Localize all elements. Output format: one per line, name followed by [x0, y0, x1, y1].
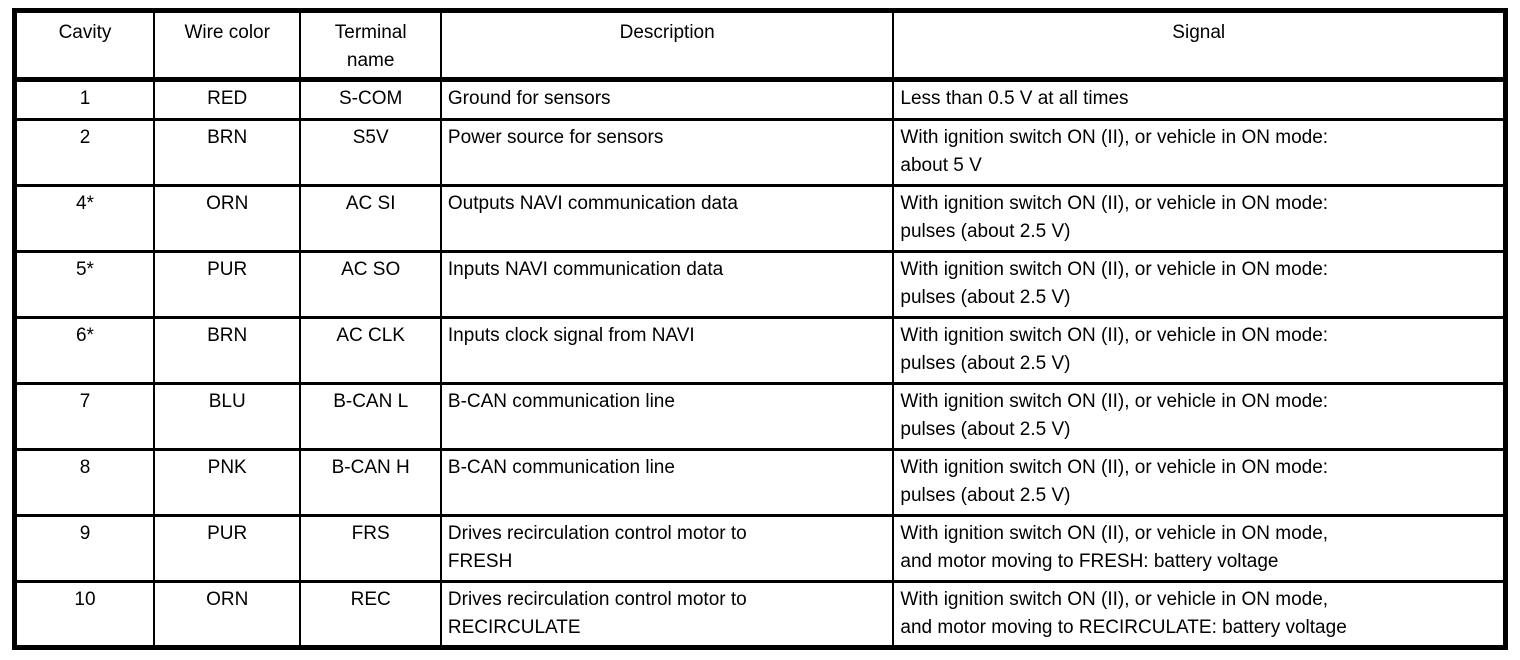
- connector-pinout-table: Cavity Wire color Terminal name Descript…: [12, 8, 1508, 650]
- wire-color-cell: PUR: [152, 250, 302, 319]
- description-cell: Inputs NAVI communication data: [439, 250, 895, 319]
- table-row: 1 RED S-COM Ground for sensors Less than…: [13, 78, 1507, 121]
- wire-color-cell: BLU: [152, 382, 302, 451]
- table-header-row: Cavity Wire color Terminal name Descript…: [13, 9, 1507, 82]
- cavity-cell: 2: [13, 118, 155, 187]
- description-cell: B-CAN communication line: [439, 382, 895, 451]
- signal-cell: With ignition switch ON (II), or vehicle…: [892, 448, 1507, 517]
- description-cell: Inputs clock signal from NAVI: [439, 316, 895, 385]
- header-wire-color: Wire color: [152, 9, 302, 82]
- wire-color-cell: BRN: [152, 118, 302, 187]
- cavity-cell: 4*: [13, 184, 155, 253]
- cavity-cell: 10: [13, 580, 155, 649]
- terminal-cell: AC CLK: [299, 316, 442, 385]
- terminal-cell: AC SO: [299, 250, 442, 319]
- wire-color-cell: PUR: [152, 514, 302, 583]
- terminal-cell: AC SI: [299, 184, 442, 253]
- table-row: 7 BLU B-CAN L B-CAN communication line W…: [13, 382, 1507, 451]
- cavity-cell: 1: [13, 78, 155, 121]
- terminal-cell: REC: [299, 580, 442, 649]
- terminal-cell: B-CAN L: [299, 382, 442, 451]
- description-cell: B-CAN communication line: [439, 448, 895, 517]
- signal-cell: With ignition switch ON (II), or vehicle…: [892, 316, 1507, 385]
- table-row: 5* PUR AC SO Inputs NAVI communication d…: [13, 250, 1507, 319]
- terminal-cell: FRS: [299, 514, 442, 583]
- signal-cell: With ignition switch ON (II), or vehicle…: [892, 118, 1507, 187]
- cavity-cell: 6*: [13, 316, 155, 385]
- wire-color-cell: RED: [152, 78, 302, 121]
- wire-color-cell: ORN: [152, 184, 302, 253]
- table-row: 10 ORN REC Drives recirculation control …: [13, 580, 1507, 649]
- signal-cell: With ignition switch ON (II), or vehicle…: [892, 184, 1507, 253]
- cavity-cell: 9: [13, 514, 155, 583]
- signal-cell: With ignition switch ON (II), or vehicle…: [892, 580, 1507, 649]
- wire-color-cell: ORN: [152, 580, 302, 649]
- table-row: 9 PUR FRS Drives recirculation control m…: [13, 514, 1507, 583]
- header-cavity: Cavity: [13, 9, 155, 82]
- description-cell: Ground for sensors: [439, 78, 895, 121]
- description-cell: Drives recirculation control motor to RE…: [439, 580, 895, 649]
- table-row: 2 BRN S5V Power source for sensors With …: [13, 118, 1507, 187]
- header-description: Description: [439, 9, 895, 82]
- table-row: 8 PNK B-CAN H B-CAN communication line W…: [13, 448, 1507, 517]
- description-cell: Outputs NAVI communication data: [439, 184, 895, 253]
- table-row: 4* ORN AC SI Outputs NAVI communication …: [13, 184, 1507, 253]
- description-cell: Drives recirculation control motor to FR…: [439, 514, 895, 583]
- header-terminal-name: Terminal name: [299, 9, 442, 82]
- cavity-cell: 5*: [13, 250, 155, 319]
- signal-cell: Less than 0.5 V at all times: [892, 78, 1507, 121]
- terminal-cell: S-COM: [299, 78, 442, 121]
- header-signal: Signal: [892, 9, 1507, 82]
- terminal-cell: S5V: [299, 118, 442, 187]
- signal-cell: With ignition switch ON (II), or vehicle…: [892, 382, 1507, 451]
- cavity-cell: 7: [13, 382, 155, 451]
- cavity-cell: 8: [13, 448, 155, 517]
- terminal-cell: B-CAN H: [299, 448, 442, 517]
- wire-color-cell: BRN: [152, 316, 302, 385]
- table-row: 6* BRN AC CLK Inputs clock signal from N…: [13, 316, 1507, 385]
- wire-color-cell: PNK: [152, 448, 302, 517]
- signal-cell: With ignition switch ON (II), or vehicle…: [892, 250, 1507, 319]
- description-cell: Power source for sensors: [439, 118, 895, 187]
- signal-cell: With ignition switch ON (II), or vehicle…: [892, 514, 1507, 583]
